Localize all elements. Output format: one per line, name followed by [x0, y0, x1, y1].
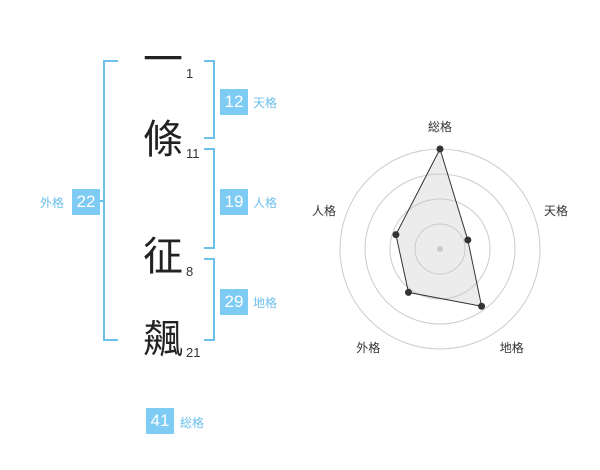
soukaku-value-badge: 41	[146, 408, 174, 434]
stroke-count-4: 21	[186, 345, 201, 360]
radar-point-2	[464, 236, 472, 244]
radar-point-5	[392, 231, 400, 239]
jinkaku-bracket	[204, 148, 215, 249]
radar-ring-3	[364, 173, 516, 325]
tenkaku-value-badge: 12	[220, 89, 248, 115]
radar-center-dot	[437, 246, 443, 252]
chikaku-bracket	[204, 258, 215, 341]
radar-axis-label-3: 地格	[499, 340, 524, 355]
radar-series-polygon	[395, 147, 483, 307]
name-char-4: 飆	[143, 317, 183, 363]
jinkaku-label: 人格	[253, 196, 278, 210]
radar-point-1	[436, 145, 444, 153]
radar-ring-2	[389, 198, 491, 300]
name-char-3: 征	[143, 234, 183, 280]
name-char-1: 一	[143, 37, 183, 83]
tenkaku-label: 天格	[253, 96, 278, 110]
chikaku-label: 地格	[253, 296, 278, 310]
chikaku-value-badge: 29	[220, 289, 248, 315]
radar-axis-label-4: 外格	[356, 340, 381, 355]
gaikaku-label: 外格	[40, 196, 65, 210]
radar-axis-label-2: 天格	[544, 204, 569, 219]
radar-axis-label-5: 人格	[311, 204, 336, 219]
radar-point-4	[404, 288, 412, 296]
soukaku-label: 総格	[180, 416, 205, 430]
stroke-count-2: 11	[186, 146, 200, 161]
radar-point-3	[478, 302, 486, 310]
radar-axis-label-1: 総格	[427, 120, 452, 134]
stroke-count-1: 1	[186, 66, 194, 81]
name-char-2: 條	[143, 117, 183, 163]
jinkaku-value-badge: 19	[220, 189, 248, 215]
tenkaku-bracket	[204, 60, 215, 139]
gaikaku-value-badge: 22	[72, 189, 100, 215]
radar-ring-1	[414, 223, 466, 275]
stroke-count-3: 8	[186, 264, 194, 279]
